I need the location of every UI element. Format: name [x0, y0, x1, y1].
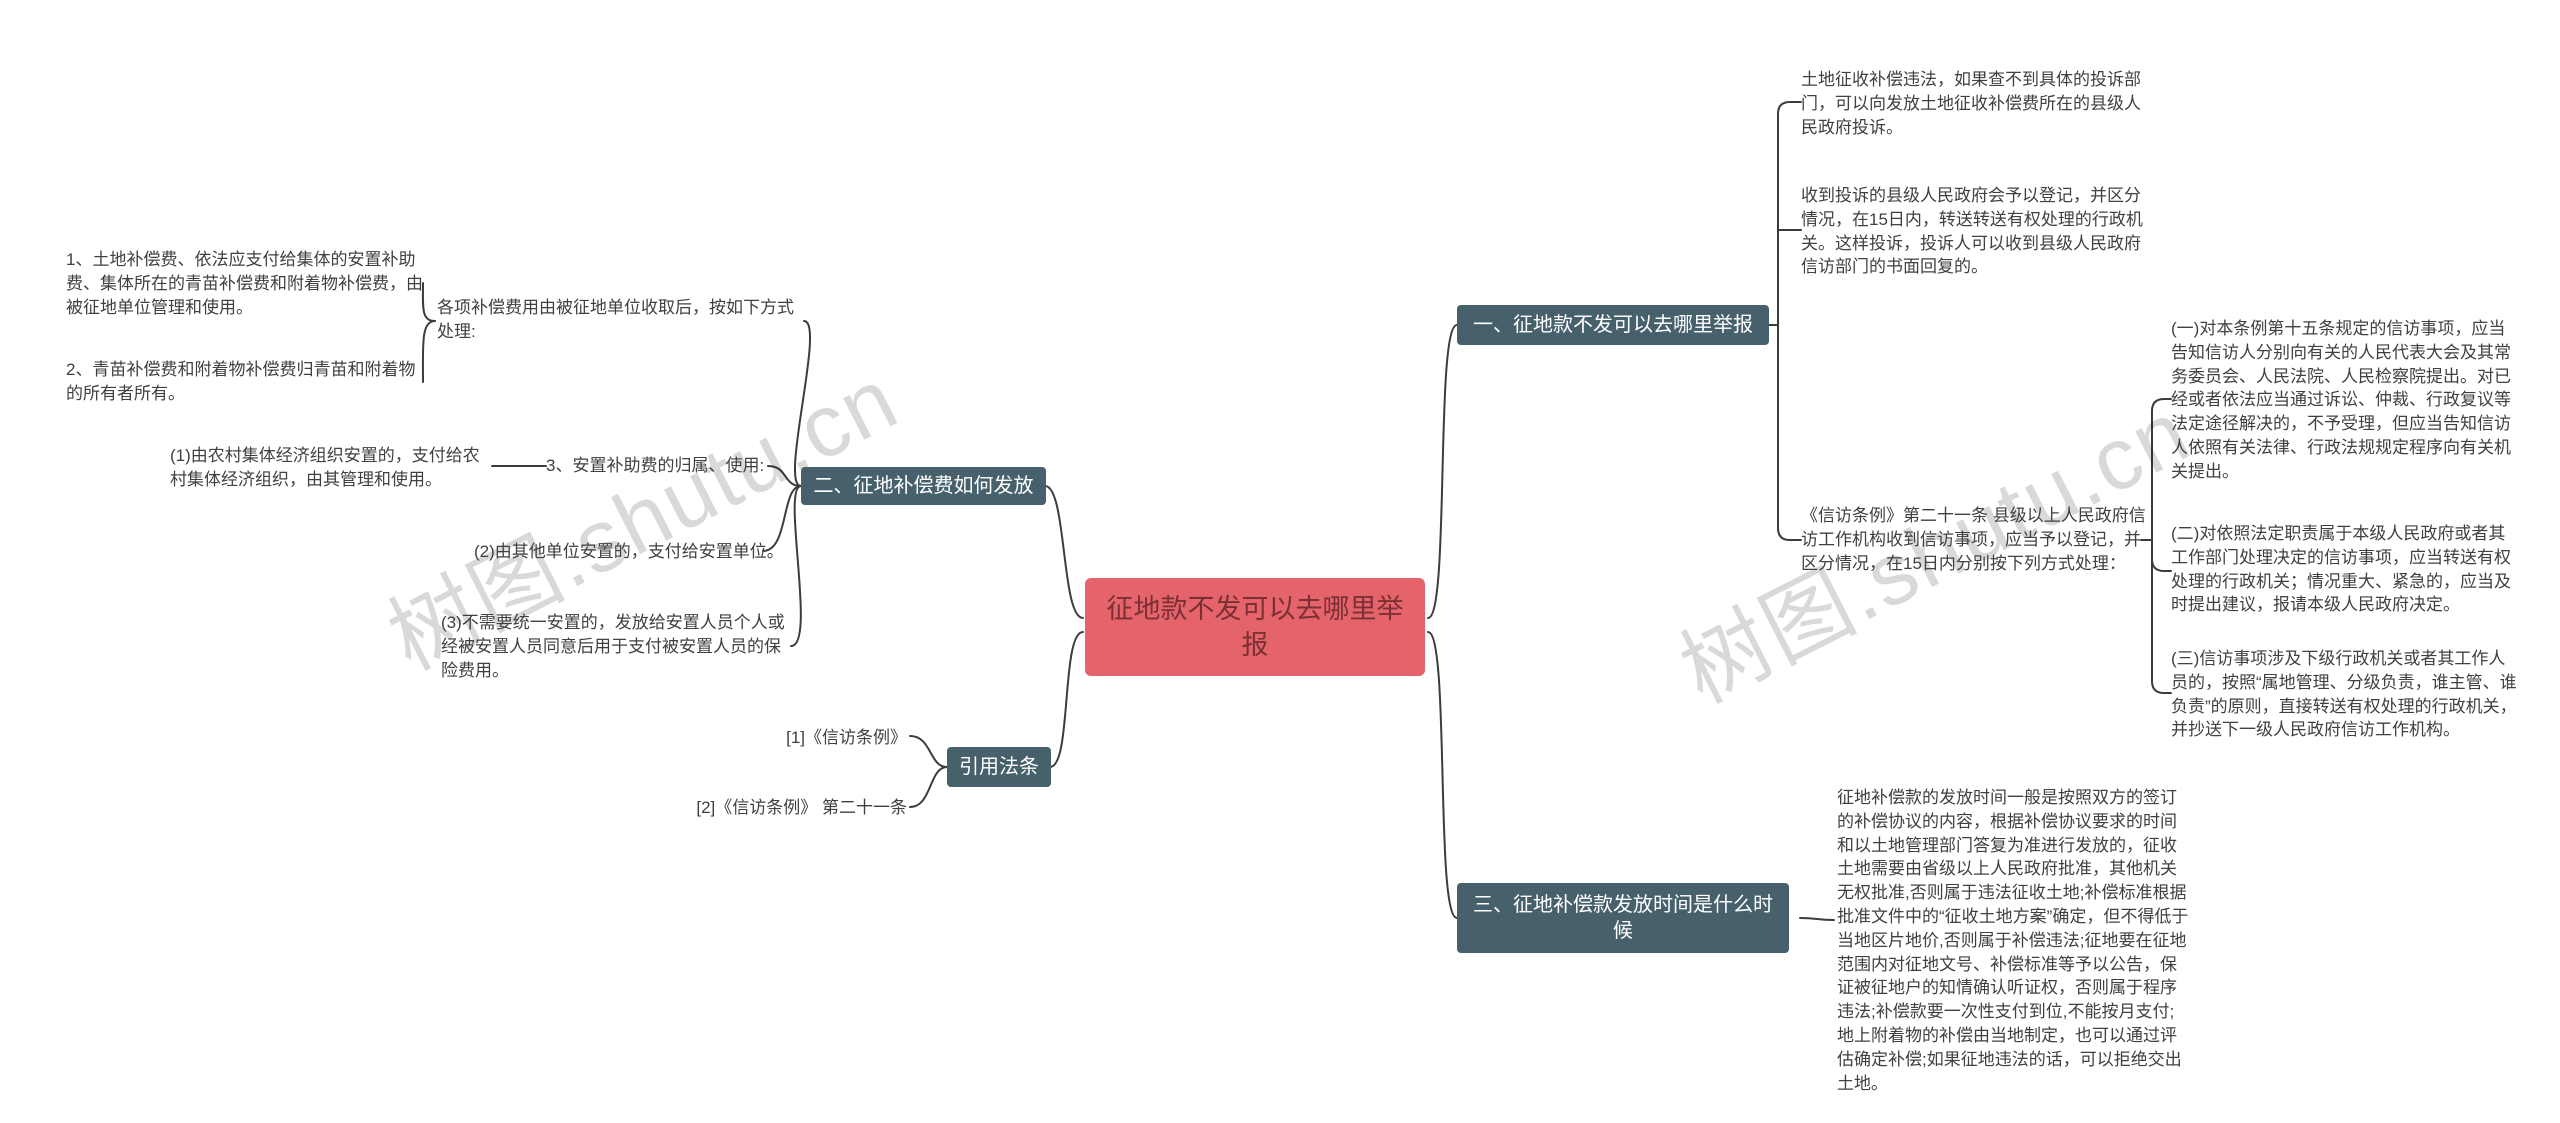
note-fee-item-2: 2、青苗补偿费和附着物补偿费归青苗和附着物的所有者所有。 [66, 360, 416, 403]
branch-node-cited-laws[interactable]: 引用法条 [947, 747, 1051, 787]
link-cite-item2 [909, 766, 948, 808]
note-regulation-item-3: (三)信访事项涉及下级行政机关或者其工作人员的，按照“属地管理、分级负责，谁主管… [2171, 649, 2517, 740]
note-resettlement-1: (1)由农村集体经济组织安置的，支付给农村集体经济组织，由其管理和使用。 [170, 446, 480, 489]
note-resettlement-3: (3)不需要统一安置的，发放给安置人员个人或经被安置人员同意后用于支付被安置人员… [441, 613, 785, 680]
note-resettlement-subsidy: 3、安置补助费的归属、使用: [546, 456, 765, 475]
link-central-branch2 [1044, 485, 1084, 619]
note-complaint-county: 土地征收补偿违法，如果查不到具体的投诉部门，可以向发放土地征收补偿费所在的县级人… [1801, 70, 2141, 137]
link-branch2-resettle3 [790, 485, 802, 647]
link-branch1-note1 [1766, 101, 1802, 326]
branch-node-where-to-report[interactable]: 一、征地款不发可以去哪里举报 [1457, 305, 1769, 345]
note-fees-handling: 各项补偿费用由被征地单位收取后，按如下方式处理: [437, 298, 794, 341]
note-cited-law-2: [2]《信访条例》 第二十一条 [696, 798, 907, 817]
link-regintro-item3 [2151, 539, 2172, 694]
link-branch1-note3 [1777, 324, 1802, 541]
link-branch2-resettle [767, 465, 802, 487]
note-regulation-item-2: (二)对依照法定职责属于本级人民政府或者其工作部门处理决定的信访事项，应当转送有… [2171, 524, 2511, 615]
link-cite-item1 [909, 735, 948, 768]
branch-node-how-compensation-paid[interactable]: 二、征地补偿费如何发放 [801, 467, 1046, 505]
note-regulation-article21: 《信访条例》第二十一条 县级以上人民政府信访工作机构收到信访事项，应当予以登记，… [1801, 506, 2146, 573]
link-central-branch3 [1427, 631, 1458, 919]
note-resettlement-2: (2)由其他单位安置的，支付给安置单位。 [474, 542, 784, 561]
link-regintro-item2 [2151, 539, 2172, 572]
link-regintro-item1 [2140, 398, 2172, 541]
note-cited-law-1: [1]《信访条例》 [786, 728, 907, 747]
link-central-cite [1049, 631, 1084, 768]
link-fees-item1 [421, 282, 436, 322]
link-branch2-resettle2 [762, 485, 802, 552]
link-branch2-fees [793, 320, 812, 487]
link-branch3-detail [1799, 917, 1835, 921]
note-complaint-registration: 收到投诉的县级人民政府会予以登记，并区分情况，在15日内，转送转送有权处理的行政… [1801, 186, 2143, 277]
central-topic-node[interactable]: 征地款不发可以去哪里举报 [1085, 578, 1425, 676]
note-regulation-item-1: (一)对本条例第十五条规定的信访事项，应当告知信访人分别向有关的人民代表大会及其… [2171, 319, 2511, 481]
link-central-branch1 [1427, 324, 1458, 619]
branch-node-payment-time[interactable]: 三、征地补偿款发放时间是什么时候 [1457, 883, 1789, 953]
note-payment-time-detail: 征地补偿款的发放时间一般是按照双方的签订的补偿协议的内容，根据补偿协议要求的时间… [1837, 788, 2189, 1093]
note-fee-item-1: 1、土地补偿费、依法应支付给集体的安置补助费、集体所在的青苗补偿费和附着物补偿费… [66, 250, 423, 317]
link-fees-item2 [421, 320, 436, 383]
